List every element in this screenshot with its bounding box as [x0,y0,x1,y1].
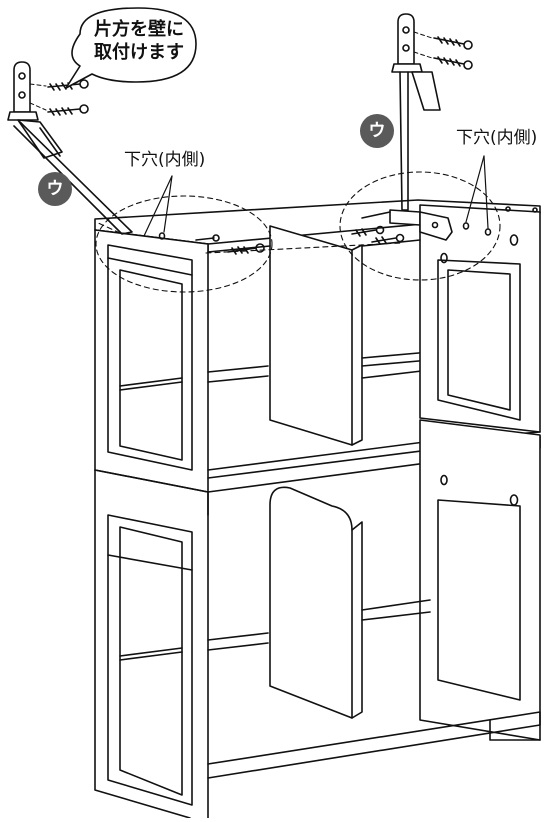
lower-shelf-unit [94,419,541,819]
right-strap-bracket [361,13,453,241]
callout-text: 片方を壁に 取付けます [86,18,192,64]
callout-line-2: 取付けます [94,42,184,63]
pilot-hole-label-right: 下穴(内側) [456,128,538,148]
left-strap-bracket [7,61,133,235]
speech-bubble [65,7,197,89]
pointer-lines [143,155,489,237]
screw-guides [29,31,433,111]
highlight-circles [95,171,501,293]
screws [47,36,473,255]
step-badge-left: ウ [38,172,72,206]
callout-line-1: 片方を壁に [94,19,184,40]
pilot-hole-label-left: 下穴(内側) [124,150,206,170]
step-badge-right: ウ [360,114,394,148]
